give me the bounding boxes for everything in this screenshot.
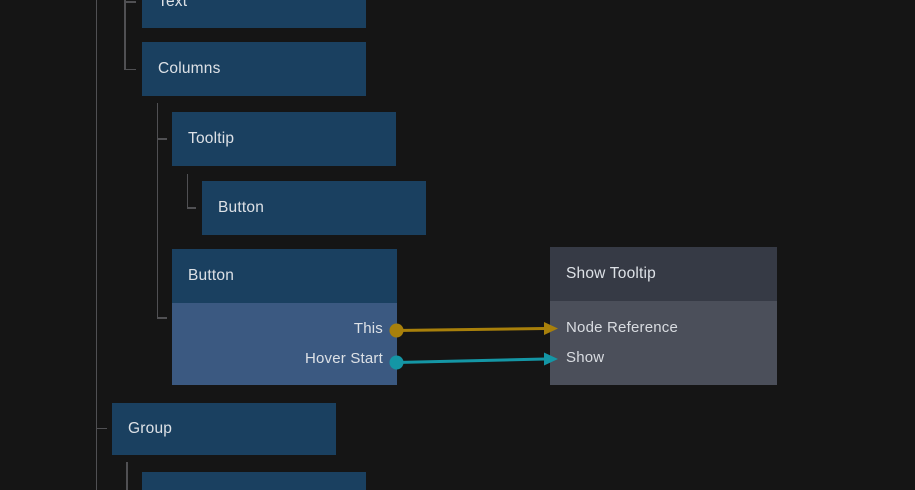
port-hover-start[interactable]: Hover Start [172, 344, 397, 374]
action-row-show[interactable]: Show [550, 343, 777, 373]
tree-guide-line [126, 462, 128, 490]
action-node-show-tooltip[interactable]: Show Tooltip Node Reference Show [550, 247, 777, 385]
connection-this-to-node-reference[interactable] [396, 327, 546, 332]
action-row-node-reference[interactable]: Node Reference [550, 313, 777, 343]
action-node-title: Show Tooltip [566, 265, 657, 282]
tree-tick-group [96, 427, 107, 429]
tree-node-columns[interactable]: Columns [142, 42, 366, 96]
port-hover-start-label: Hover Start [304, 350, 383, 367]
tree-trunk-line [95, 0, 97, 490]
button-node-header[interactable]: Button [172, 249, 397, 303]
action-row-node-reference-label: Node Reference [566, 319, 679, 336]
tree-node-text[interactable]: Text [142, 0, 366, 28]
tree-node-button-selected[interactable]: Button This Hover Start [172, 249, 397, 385]
port-this[interactable]: This [172, 314, 397, 344]
tree-elbow-button [156, 317, 167, 319]
tree-guide-line [186, 174, 188, 209]
action-node-body: Node Reference Show [550, 301, 777, 385]
tree-elbow-button-child [186, 207, 196, 209]
connection-hover-start-to-show[interactable] [396, 357, 546, 364]
tree-node-button-child[interactable]: Button [202, 181, 426, 235]
button-node-body: This Hover Start [172, 303, 397, 385]
tree-guide-line [124, 0, 126, 70]
button-node-title: Button [188, 267, 235, 284]
port-this-label: This [353, 320, 383, 337]
action-row-show-label: Show [566, 349, 605, 366]
tree-node-label: Tooltip [188, 130, 235, 147]
action-node-header[interactable]: Show Tooltip [550, 247, 777, 301]
tree-node-tooltip[interactable]: Tooltip [172, 112, 396, 166]
tree-elbow-columns [124, 68, 136, 70]
tree-node-partial-bottom[interactable] [142, 472, 366, 490]
tree-node-label: Button [218, 199, 265, 216]
tree-node-label: Columns [158, 60, 221, 77]
tree-tick-tooltip [156, 138, 167, 140]
tree-tick-text [124, 1, 136, 3]
tree-node-label: Group [128, 420, 173, 437]
tree-guide-line [156, 103, 158, 319]
tree-node-group[interactable]: Group [112, 403, 336, 455]
tree-node-label: Text [158, 0, 188, 10]
